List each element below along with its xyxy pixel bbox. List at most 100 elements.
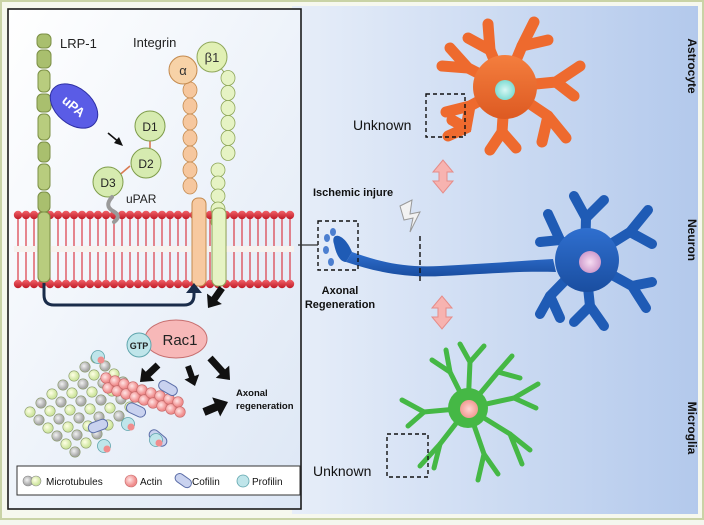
microglia-unknown-label: Unknown	[313, 463, 371, 479]
lipid-head-inner	[149, 279, 159, 289]
membrane-midline	[14, 246, 294, 252]
legend-label: Actin	[140, 477, 162, 488]
legend-item-profilin: Profilin	[236, 474, 283, 488]
microtubule-subunit	[66, 387, 78, 399]
lrp1-segment	[36, 93, 52, 113]
upar-d1-domain	[134, 110, 166, 142]
beta1-chain-bead	[220, 145, 236, 161]
lipid-head-outer	[269, 210, 279, 220]
upa-ligand	[49, 83, 99, 129]
integrin-label: Integrin	[133, 35, 176, 50]
lipid-head-inner	[29, 279, 39, 289]
lipid-head-outer	[53, 210, 63, 220]
lipid-head-inner	[45, 279, 55, 289]
lipid-head-outer	[229, 210, 239, 220]
lipid-head-outer	[157, 210, 167, 220]
microtubule-subunit	[86, 386, 98, 398]
axonal-regeneration-box	[317, 220, 359, 271]
lipid-head-inner	[285, 279, 295, 289]
beta1-chain-bead	[210, 175, 226, 191]
profilin-molecules	[91, 350, 163, 453]
microtubule-subunit	[77, 378, 89, 390]
lipid-head-inner	[77, 279, 87, 289]
vesicle	[324, 234, 330, 242]
astrocyte-nucleus	[495, 80, 515, 100]
lipid-head-outer	[133, 210, 143, 220]
beta1-chain-bead	[220, 70, 236, 86]
microtubule-subunit	[53, 413, 65, 425]
microtubule-subunit	[57, 379, 69, 391]
legend-label: Cofilin	[192, 477, 220, 488]
beta1-chain-bead	[210, 188, 226, 204]
beta1-chain-bead	[220, 100, 236, 116]
gtp-label: GTP	[130, 341, 149, 351]
lipid-head-inner	[13, 279, 23, 289]
signal-arrow	[140, 362, 161, 382]
alpha-chain-bead	[182, 97, 198, 115]
lipid-head-outer	[93, 210, 103, 220]
lipid-head-outer	[245, 210, 255, 220]
neuron-microglia-double-arrow	[430, 295, 454, 330]
vesicle	[330, 228, 336, 236]
lrp1-integrin-connector	[42, 283, 196, 307]
axonal-regeneration-caption-1: Axonal	[322, 285, 359, 297]
lrp1-segment	[36, 49, 52, 69]
microtubule-subunit	[79, 361, 91, 373]
microtubule-subunit	[51, 430, 63, 442]
alpha-transmembrane	[191, 197, 207, 287]
neuron-label: Neuron	[685, 219, 699, 261]
astrocyte-unknown-box	[425, 93, 466, 138]
microglia-nucleus	[460, 400, 478, 418]
lipid-head-inner	[133, 279, 143, 289]
lipid-head-outer	[141, 210, 151, 220]
upar-d3-domain	[92, 166, 124, 198]
d3-label: D3	[100, 176, 116, 190]
lipid-head-inner	[21, 279, 31, 289]
microtubule-subunit	[46, 388, 58, 400]
microtubule-subunit	[42, 422, 54, 434]
lipid-head-outer	[173, 210, 183, 220]
actin-monomer	[172, 396, 184, 408]
lipid-head-inner	[173, 279, 183, 289]
gpi-anchor	[106, 195, 120, 224]
microtubule-subunit	[55, 396, 67, 408]
neuron	[333, 191, 657, 331]
actin-filament	[100, 372, 186, 418]
axon-terminal-vesicles	[323, 228, 336, 266]
lipid-head-outer	[149, 210, 159, 220]
d1-label: D1	[142, 120, 158, 134]
beta1-chain-bead	[220, 115, 236, 131]
microtubule-subunit	[99, 360, 111, 372]
lipid-head-outer	[29, 210, 39, 220]
upa-binding-arrowhead	[114, 137, 123, 146]
microtubule-subunit	[113, 410, 125, 422]
lipid-head-inner	[109, 279, 119, 289]
lipid-head-outer	[277, 210, 287, 220]
lipid-head-inner	[93, 279, 103, 289]
microtubule-subunit	[24, 406, 36, 418]
lipid-head-outer	[21, 210, 31, 220]
lipid-head-inner	[85, 279, 95, 289]
lrp1-transmembrane	[37, 211, 51, 283]
rac1-label: Rac1	[162, 332, 197, 349]
lipid-head-inner	[157, 279, 167, 289]
lightning-bolt-icon	[399, 199, 421, 233]
axonal-regeneration-caption-2: Regeneration	[305, 299, 376, 311]
microtubule-subunit	[84, 403, 96, 415]
lipid-head-outer	[285, 210, 295, 220]
gtp-molecule	[126, 332, 152, 358]
lipid-head-inner	[53, 279, 63, 289]
actin-monomer	[174, 406, 186, 418]
lrp1-receptor	[36, 33, 52, 283]
microtubule-subunit	[60, 438, 72, 450]
upar-d2-domain	[130, 147, 162, 179]
signal-arrow	[206, 285, 225, 308]
microtubule-bundle	[24, 352, 147, 458]
lrp1-segment	[37, 141, 51, 163]
lipid-head-inner	[117, 279, 127, 289]
alpha-label: α	[179, 63, 187, 78]
lipid-head-inner	[269, 279, 279, 289]
lrp1-segment	[37, 113, 51, 141]
lipid-head-outer	[125, 210, 135, 220]
